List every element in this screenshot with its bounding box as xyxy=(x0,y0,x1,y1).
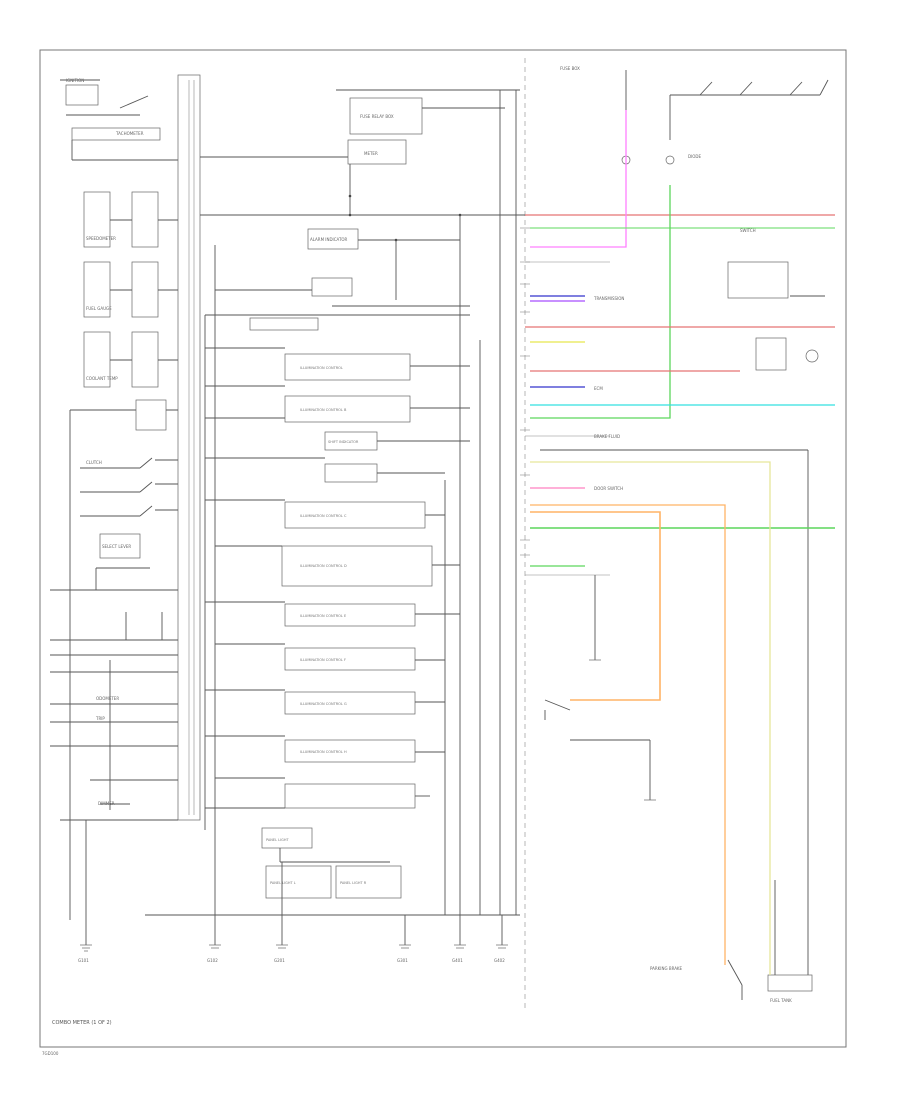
box-illum-b: ILLUMINATION CONTROL B xyxy=(300,408,347,412)
label-diode: DIODE xyxy=(688,154,701,159)
box-fuse-relay: FUSE RELAY BOX xyxy=(360,114,394,119)
label-coolant-temp: COOLANT TEMP xyxy=(86,376,118,381)
box-illum-a: ILLUMINATION CONTROL xyxy=(300,366,343,370)
label-switch: SWITCH xyxy=(740,228,756,233)
connector-pins xyxy=(520,227,530,556)
label-fuel-tank: FUEL TANK xyxy=(770,998,792,1003)
label-ecm: ECM xyxy=(594,386,603,391)
right-section xyxy=(525,70,829,1000)
ground-g301: G301 xyxy=(397,958,408,963)
label-dimmer: DIMMER xyxy=(98,801,115,806)
box-meter: METER xyxy=(364,151,378,156)
box-illum-g: ILLUMINATION CONTROL G xyxy=(300,702,347,706)
ground-g401: G401 xyxy=(452,958,463,963)
label-odometer: ODOMETER xyxy=(96,696,119,701)
label-tachometer: TACHOMETER xyxy=(115,131,144,136)
box-panel-light-l: PANEL LIGHT L xyxy=(270,881,296,885)
label-parking-brake: PARKING BRAKE xyxy=(650,966,683,971)
box-illum-d: ILLUMINATION CONTROL D xyxy=(300,564,347,568)
ground-g402: G402 xyxy=(494,958,505,963)
box-alarm: ALARM INDICATOR xyxy=(310,237,348,242)
ground-g201: G201 xyxy=(274,958,285,963)
box-panel-light-r: PANEL LIGHT R xyxy=(340,881,367,885)
label-ignition: IGNITION xyxy=(66,78,84,83)
label-transmission: TRANSMISSION xyxy=(593,296,624,301)
left-section xyxy=(50,74,201,952)
diagram-frame xyxy=(39,49,847,1048)
label-speedometer: SPEEDOMETER xyxy=(86,236,116,241)
label-select-lever: SELECT LEVER xyxy=(102,544,131,549)
label-trip: TRIP xyxy=(95,716,105,721)
box-illum-f: ILLUMINATION CONTROL F xyxy=(300,658,346,662)
label-brake-fluid: BRAKE FLUID xyxy=(594,434,620,439)
box-illum-h: ILLUMINATION CONTROL H xyxy=(300,750,347,754)
ground-g101: G101 xyxy=(78,958,89,963)
label-fuse-box: FUSE BOX xyxy=(560,66,580,71)
colored-wires xyxy=(525,110,835,975)
center-section xyxy=(145,89,530,949)
box-panel-light: PANEL LIGHT xyxy=(266,838,289,842)
box-illum-e: ILLUMINATION CONTROL E xyxy=(300,614,346,618)
label-clutch: CLUTCH xyxy=(86,460,102,465)
label-fuel-gauge: FUEL GAUGE xyxy=(86,306,112,311)
label-door-switch: DOOR SWITCH xyxy=(594,486,623,491)
diagram-caption: COMBO METER (1 OF 2) xyxy=(52,1020,112,1026)
box-illum-c: ILLUMINATION CONTROL C xyxy=(300,514,347,518)
box-shift: SHIFT INDICATOR xyxy=(328,440,359,444)
page-id: 7GD100 xyxy=(42,1051,59,1056)
ground-g102: G102 xyxy=(207,958,218,963)
